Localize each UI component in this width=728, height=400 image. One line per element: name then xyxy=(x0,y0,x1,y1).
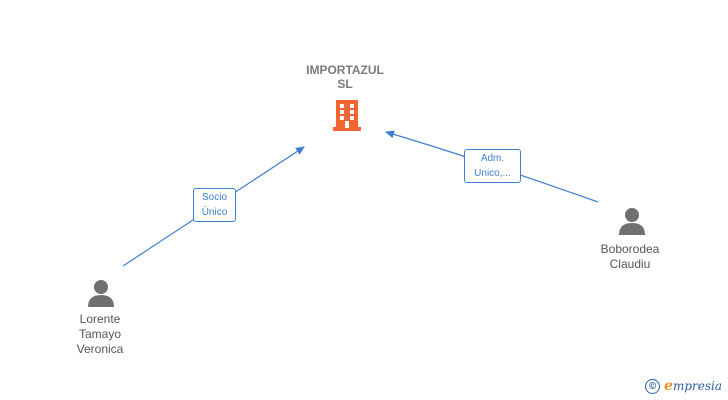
edge-label-socio-unico[interactable]: Socio Único xyxy=(193,188,236,222)
brand-e: e xyxy=(664,378,673,394)
company-name-line1: IMPORTAZUL xyxy=(306,63,384,77)
company-name-line2: SL xyxy=(337,77,353,91)
person-icon[interactable] xyxy=(86,278,116,308)
person-name-line: Veronica xyxy=(76,342,124,356)
edge-label-adm-unico[interactable]: Adm. Unico,... xyxy=(464,149,521,183)
copyright-icon: © xyxy=(645,378,661,394)
edge-label-line: Único xyxy=(201,207,228,218)
edge-label-line: Socio xyxy=(201,192,227,203)
person-name-line: Tamayo xyxy=(78,327,122,341)
building-icon[interactable] xyxy=(331,98,363,132)
brand-wordmark: empresia xyxy=(664,378,722,394)
person-icon[interactable] xyxy=(617,206,647,236)
person-name-line: Lorente xyxy=(79,312,121,326)
edge-label-line: Adm. xyxy=(480,153,505,164)
person-name-line: Claudiu xyxy=(609,257,651,271)
person-label-boborodea[interactable]: Boborodea Claudiu xyxy=(580,242,680,272)
edge-label-line: Unico,... xyxy=(474,168,511,179)
person-name-line: Boborodea xyxy=(600,242,660,256)
company-name[interactable]: IMPORTAZUL SL xyxy=(290,63,400,91)
person-label-lorente[interactable]: Lorente Tamayo Veronica xyxy=(50,312,150,357)
empresia-logo: © empresia xyxy=(645,378,722,394)
brand-rest: mpresia xyxy=(672,379,722,393)
